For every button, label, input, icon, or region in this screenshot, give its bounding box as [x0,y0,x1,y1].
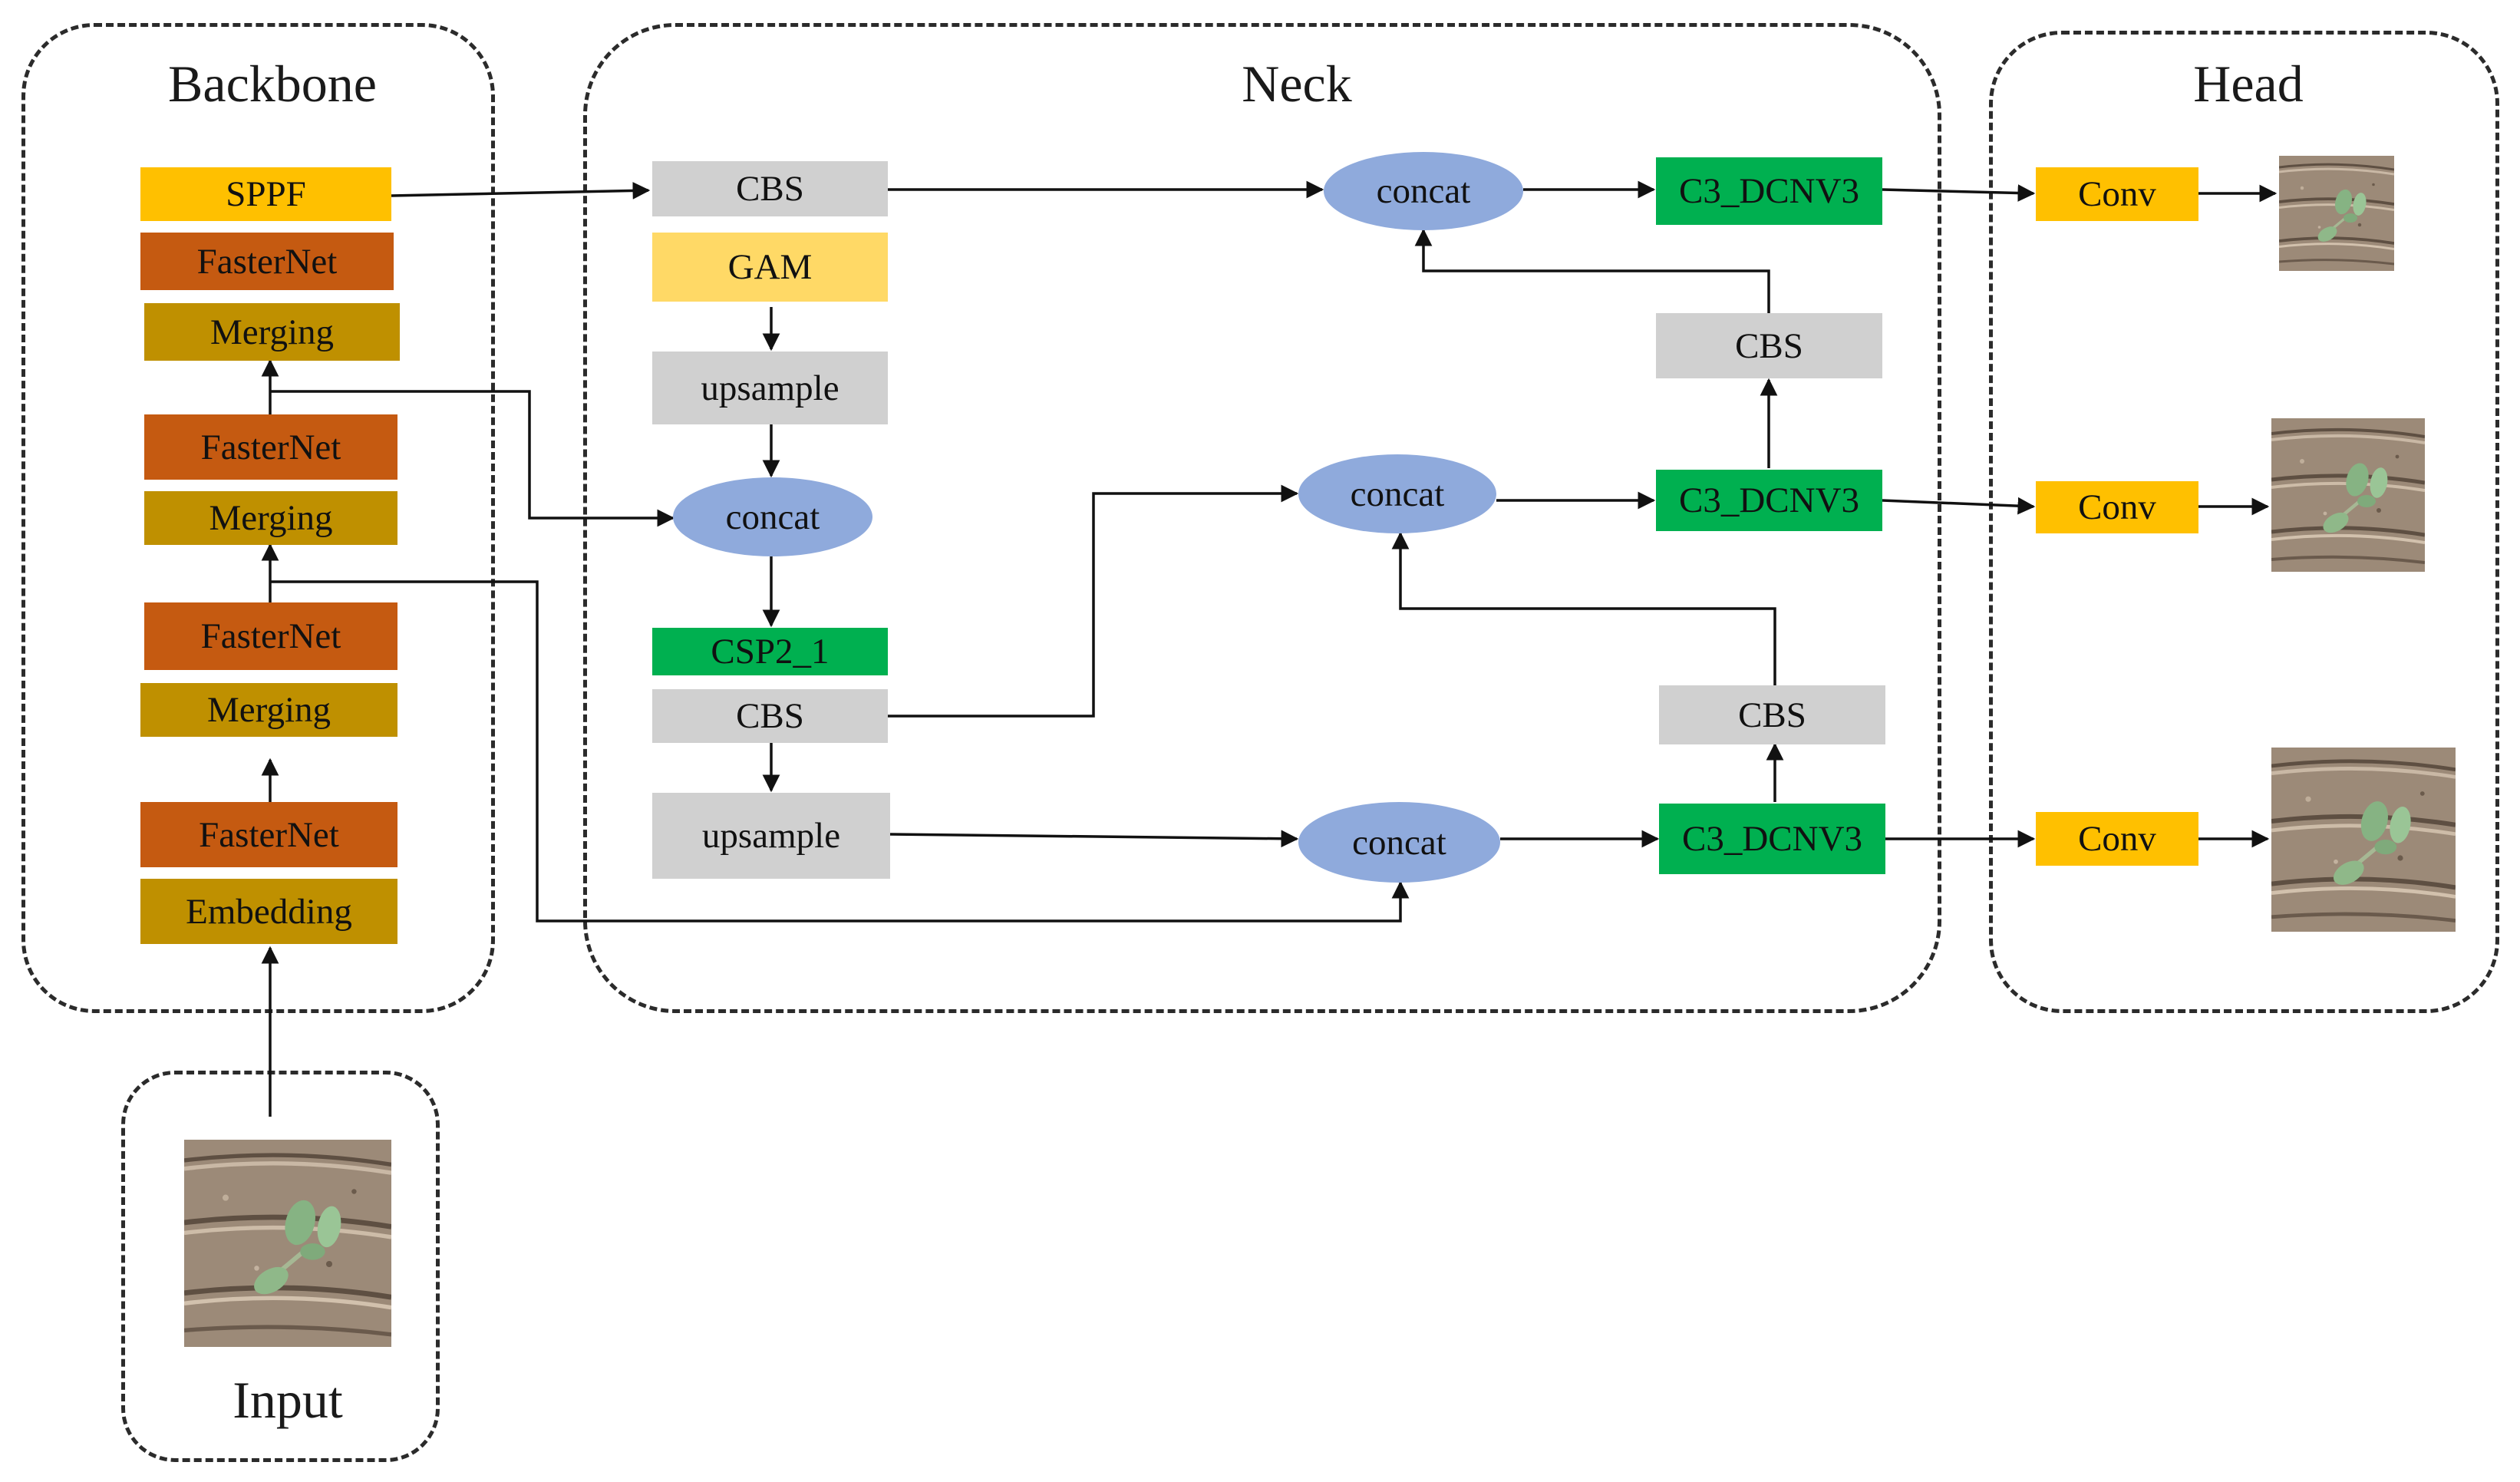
edge-c3-mid-conv2 [1882,497,2036,515]
edge-sppf-cbs-top [391,182,651,200]
fasternet-block-1: FasterNet [140,233,394,290]
input-title: Input [233,1371,343,1429]
conv-block-1: Conv [2036,167,2198,221]
edge-cbs-upper-concat-top [1414,228,1770,313]
edge-merging1-concat-left [270,390,675,527]
upsample-block-2: upsample [652,793,890,879]
input-section [121,1071,440,1462]
cbs-block-mid: CBS [652,689,888,743]
c3-dcnv3-block-bottom: C3_DCNV3 [1659,804,1885,874]
embedding-block: Embedding [140,879,397,944]
edge-cbs-mid-concat-mid [888,484,1299,718]
concat-top-node: concat [1324,152,1523,230]
csp2-1-block: CSP2_1 [652,628,888,675]
merging-block-3: Merging [140,683,397,737]
head-title: Head [2193,54,2304,113]
cbs-block-top: CBS [652,161,888,216]
sppf-block: SPPF [140,167,391,221]
cbs-block-right-lower: CBS [1659,685,1885,744]
output-plant-image-1 [2279,152,2394,275]
edge-cbs-lower-concat-mid [1391,531,1776,685]
gam-block: GAM [652,233,888,302]
fasternet-block-3: FasterNet [144,602,397,670]
fasternet-block-2: FasterNet [144,414,397,480]
backbone-title: Backbone [168,54,377,113]
input-plant-image [184,1132,391,1355]
c3-dcnv3-block-top: C3_DCNV3 [1656,157,1882,225]
merging-block-1: Merging [144,303,400,361]
edge-c3-top-conv1 [1882,184,2036,202]
concat-mid-node: concat [1298,454,1496,533]
upsample-block-1: upsample [652,352,888,424]
merging-block-2: Merging [144,491,397,545]
output-plant-image-2 [2271,414,2425,576]
edge-upsample2-concat-bottom [889,830,1299,848]
conv-block-3: Conv [2036,812,2198,866]
c3-dcnv3-block-mid: C3_DCNV3 [1656,470,1882,531]
output-plant-image-3 [2271,743,2456,936]
backbone-section [21,23,495,1013]
conv-block-2: Conv [2036,481,2198,533]
concat-left-node: concat [673,477,872,556]
edge-merging2-concat-bottom [270,580,1410,923]
fasternet-block-4: FasterNet [140,802,397,867]
neck-title: Neck [1242,54,1352,113]
concat-bottom-node: concat [1298,802,1500,883]
head-section [1989,31,2499,1013]
cbs-block-right-upper: CBS [1656,313,1882,378]
